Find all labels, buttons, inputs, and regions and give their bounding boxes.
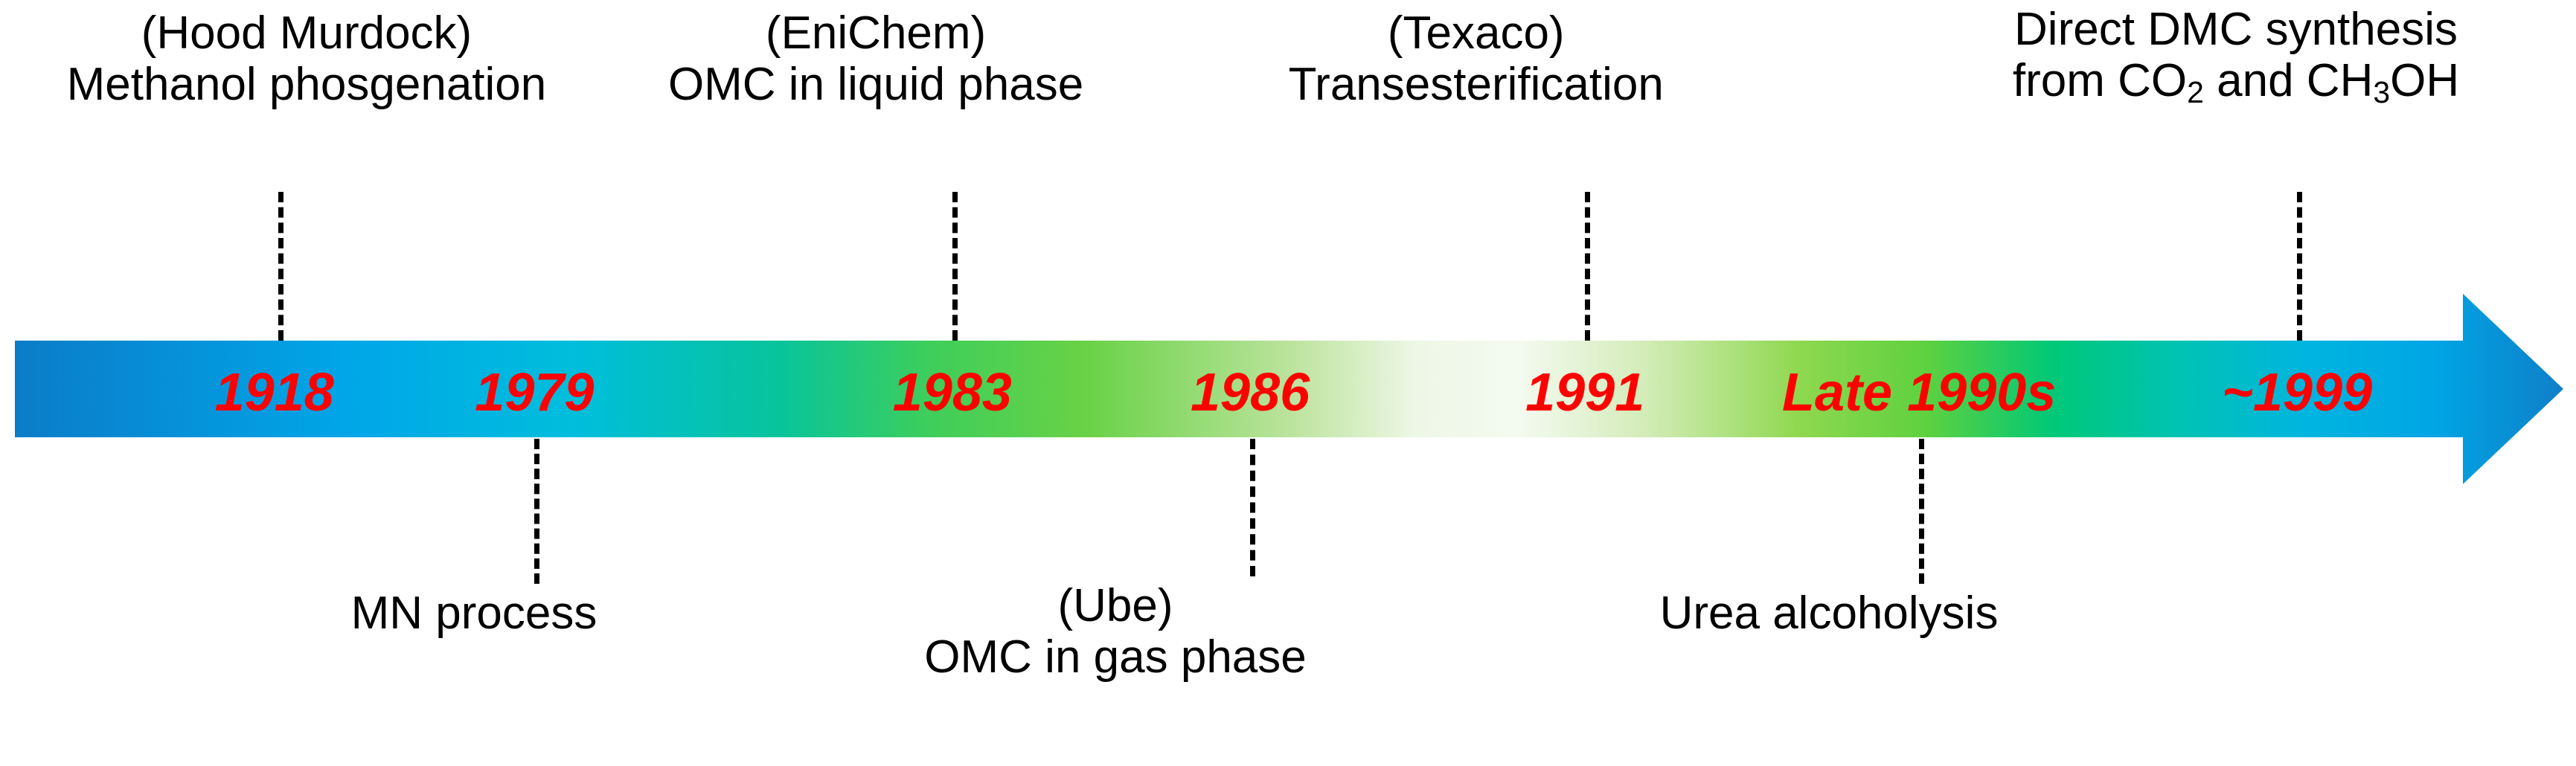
callout-direct-dmc-line2: from CO2 and CH3OH	[2012, 55, 2460, 110]
arrow-polygon	[15, 294, 2563, 484]
year-1991: 1991	[1525, 363, 1645, 422]
year-1999: ~1999	[2221, 363, 2373, 422]
callout-enichem-line1: (EniChem)	[765, 7, 987, 59]
callout-ube-line2: OMC in gas phase	[924, 631, 1307, 683]
leader-line-enichem	[952, 192, 958, 341]
callout-texaco-line2: Transesterification	[1288, 59, 1664, 111]
callout-direct-dmc-line1: Direct DMC synthesis	[2014, 4, 2458, 55]
callout-urea-alcoholysis-line1: Urea alcoholysis	[1659, 588, 1999, 639]
leader-line-texaco	[1585, 192, 1591, 341]
leader-line-urea-alcoholysis	[1919, 439, 1925, 584]
timeline-arrow	[15, 294, 2563, 484]
callout-ube-line1: (Ube)	[1057, 580, 1173, 631]
leader-line-ube	[1250, 439, 1256, 576]
callout-enichem-line2: OMC in liquid phase	[667, 59, 1084, 111]
callout-ube: (Ube) OMC in gas phase	[924, 580, 1306, 683]
leader-line-direct-dmc	[2297, 192, 2303, 341]
callout-urea-alcoholysis: Urea alcoholysis	[1660, 588, 1999, 639]
callout-direct-dmc: Direct DMC synthesis from CO2 and CH3OH	[2013, 4, 2459, 108]
callout-mn-process: MN process	[351, 588, 597, 639]
callout-enichem: (EniChem) OMC in liquid phase	[668, 7, 1083, 111]
year-1983: 1983	[892, 363, 1012, 422]
callout-texaco-line1: (Texaco)	[1387, 7, 1565, 59]
leader-line-mn-process	[534, 439, 540, 584]
leader-line-hood-murdock	[278, 192, 283, 341]
year-1986: 1986	[1191, 363, 1310, 422]
callout-texaco: (Texaco) Transesterification	[1289, 7, 1664, 111]
callout-hood-murdock-line2: Methanol phosgenation	[66, 59, 547, 111]
year-1979: 1979	[475, 363, 595, 422]
callout-mn-process-line1: MN process	[350, 588, 597, 639]
timeline-arrow-shape	[15, 294, 2563, 484]
callout-hood-murdock: (Hood Murdock) Methanol phosgenation	[67, 7, 547, 111]
year-late-1990s: Late 1990s	[1782, 363, 2057, 422]
year-1918: 1918	[214, 363, 334, 422]
callout-hood-murdock-line1: (Hood Murdock)	[141, 7, 472, 59]
